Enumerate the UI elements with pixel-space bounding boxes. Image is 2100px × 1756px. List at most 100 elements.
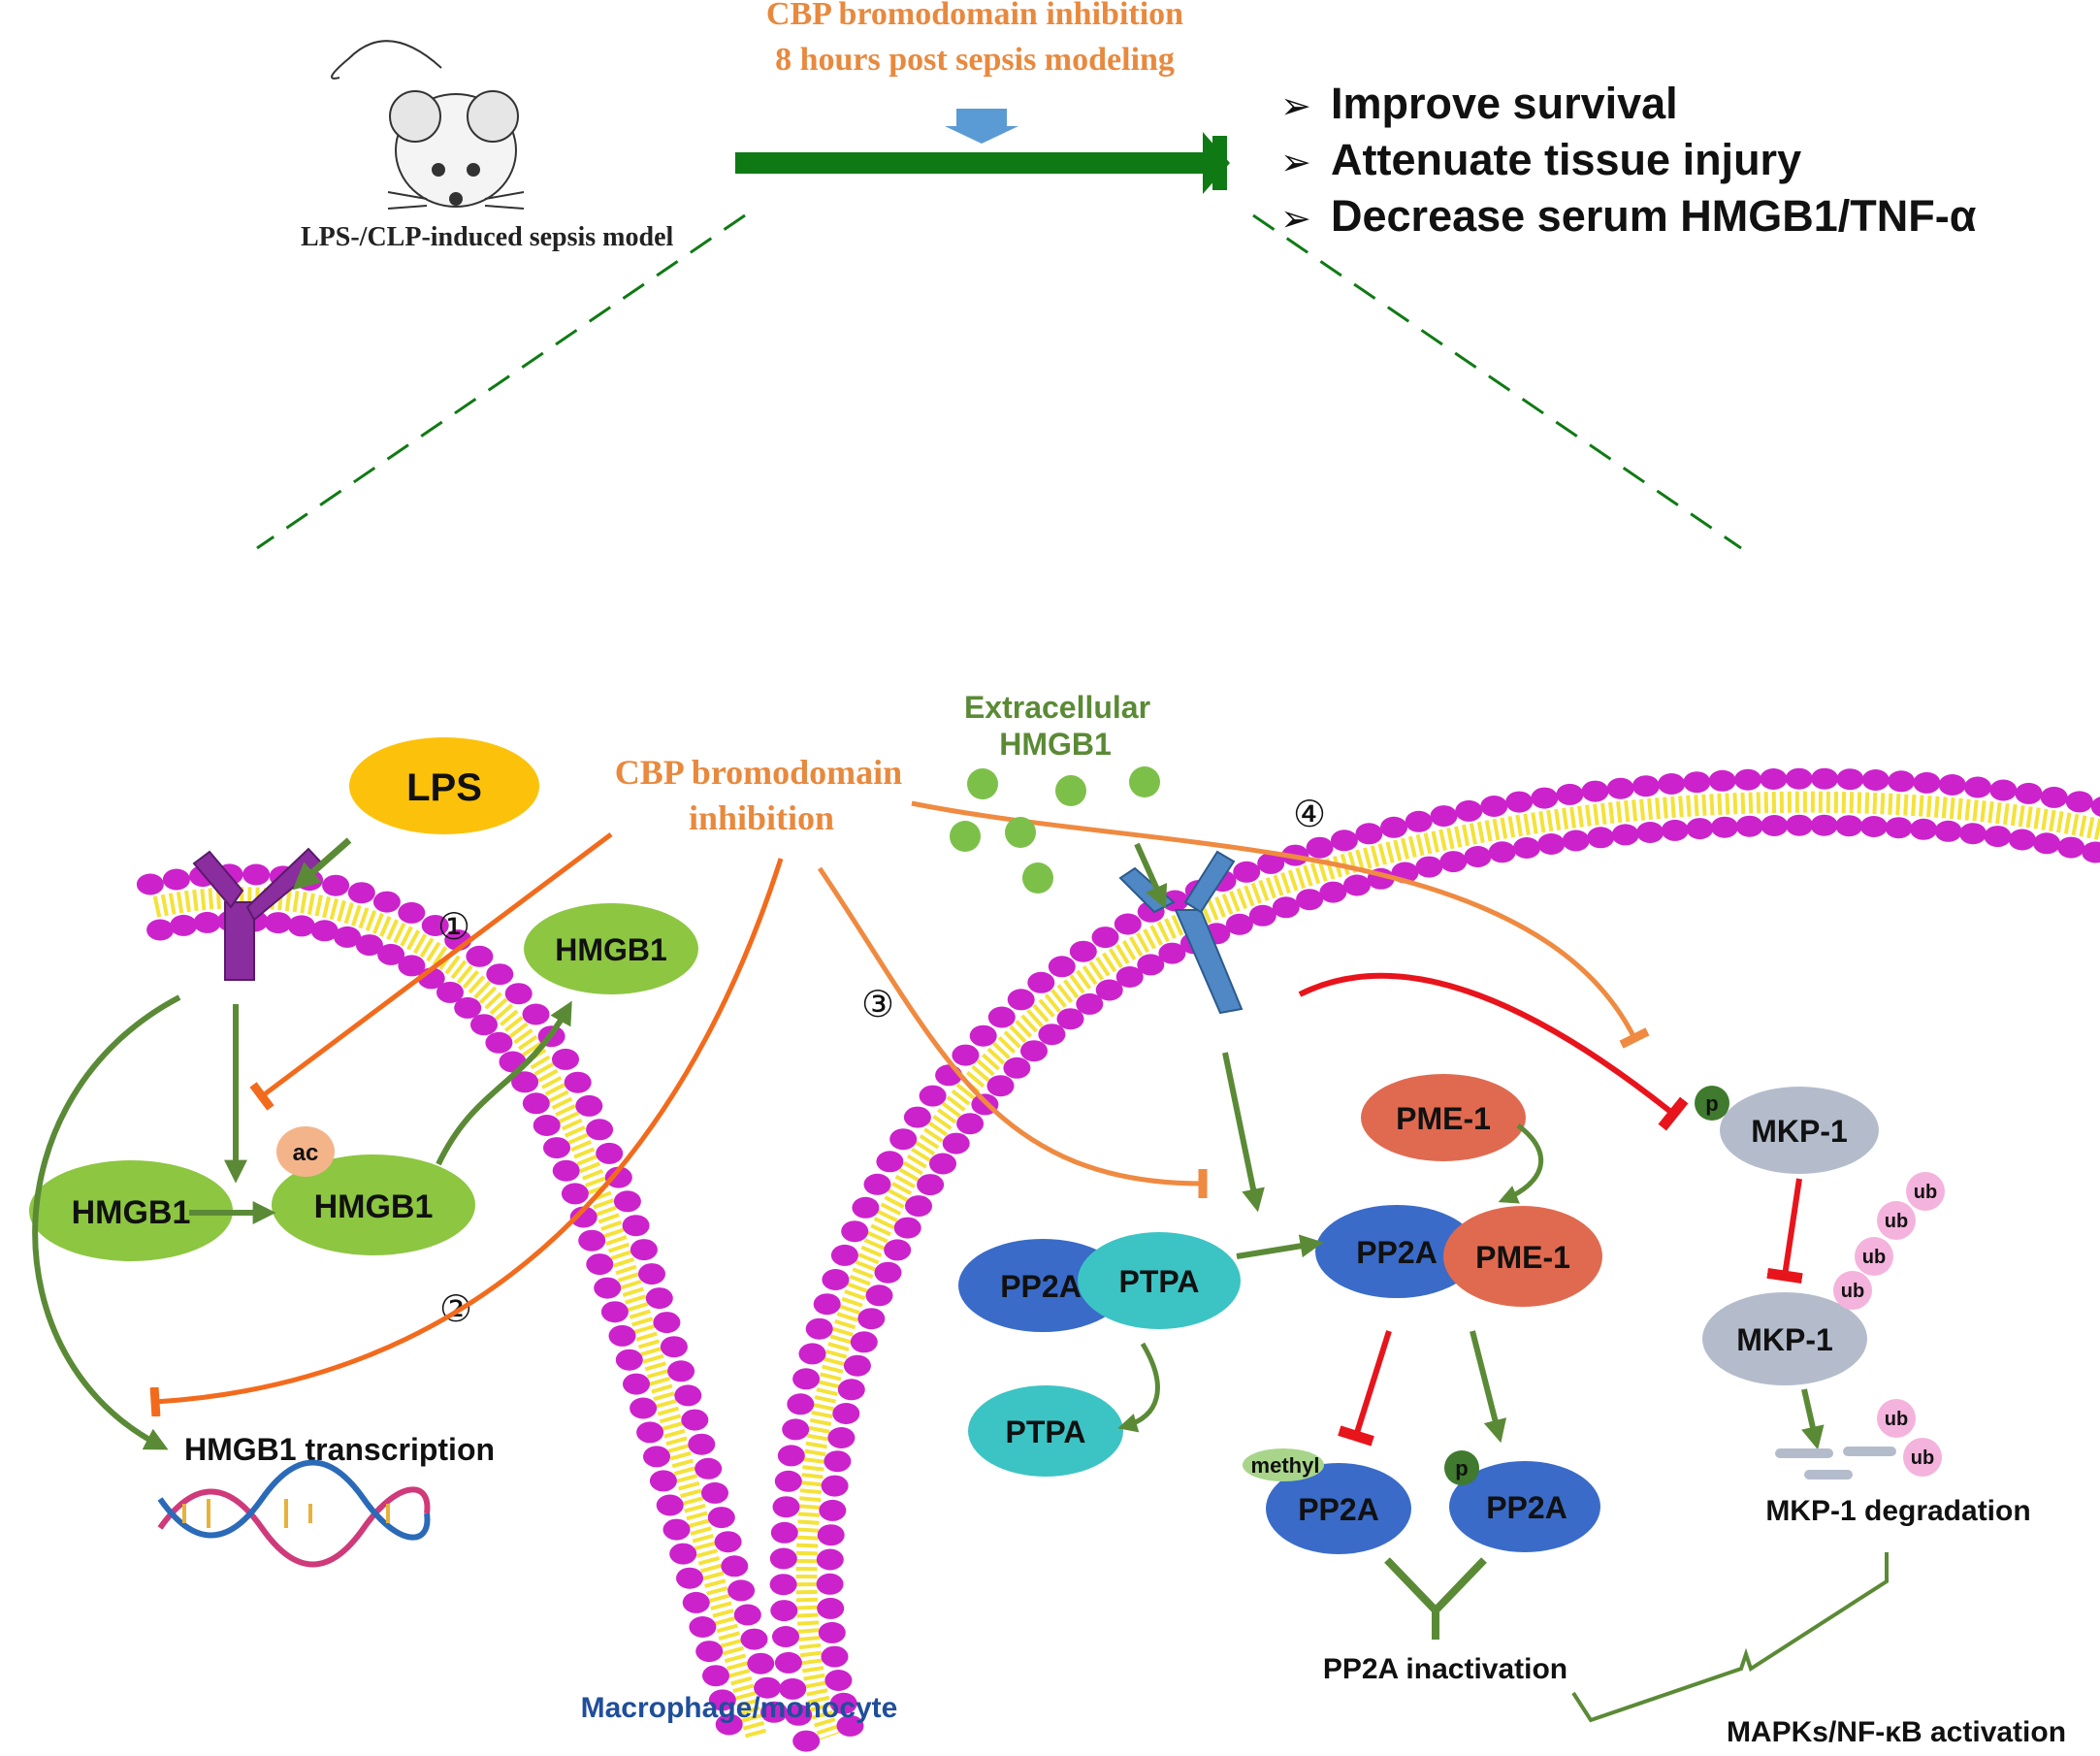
lipid-head <box>1861 769 1890 791</box>
hmgb1-nucleus <box>29 1160 233 1261</box>
outcome-item: Attenuate tissue injury <box>1331 135 1801 184</box>
lipid-head <box>1606 777 1634 799</box>
lipid-head <box>638 1263 665 1285</box>
lipid-head <box>903 1106 931 1128</box>
lipid-head <box>600 1301 629 1323</box>
lipid-head <box>889 1128 918 1151</box>
lipid-head <box>816 1573 844 1595</box>
lipid-head <box>770 1521 798 1544</box>
extracellular-hmgb1-dots <box>950 766 1160 894</box>
lipid-head <box>2033 832 2061 855</box>
lipid-head <box>874 1261 902 1284</box>
lipid-head <box>876 1151 904 1173</box>
lipid-head <box>667 1360 695 1382</box>
lipid-head <box>1161 890 1189 912</box>
hmgb1-to-receptor-arrow <box>1134 842 1168 909</box>
lipid-head <box>929 1153 956 1175</box>
lipid-head <box>827 1427 856 1448</box>
lipid-head <box>2057 836 2085 859</box>
lipid-head <box>1964 776 1991 798</box>
hmgb1-secreted <box>524 903 698 994</box>
lipid-head <box>136 873 164 895</box>
lipid-head <box>522 1003 550 1025</box>
lipid-head <box>1380 816 1407 838</box>
ub-label: ub <box>1885 1211 1908 1232</box>
lipid-head <box>613 1190 641 1213</box>
methyl-badge <box>1243 1448 1324 1481</box>
lipid-head <box>1531 787 1559 809</box>
lipid-head <box>421 915 449 936</box>
lipid-head <box>1056 1008 1084 1030</box>
lipid-head <box>714 1531 742 1553</box>
lipid-head <box>1020 1040 1048 1062</box>
lipid-head <box>779 1677 807 1700</box>
lipid-head <box>1537 833 1566 855</box>
lipid-head <box>852 1196 880 1219</box>
lipid-head <box>774 1470 802 1492</box>
pme1-node <box>1361 1074 1526 1161</box>
hmgb1-acetylated-label: HMGB1 <box>314 1188 434 1225</box>
mkp1-phospho-label: MKP-1 <box>1751 1114 1848 1149</box>
outcome-bullet-icon: ➢ <box>1280 197 1311 240</box>
lipid-head <box>1158 942 1186 964</box>
lipid-head <box>681 1409 709 1431</box>
transcription-label: HMGB1 transcription <box>184 1432 495 1467</box>
lipid-head <box>1888 770 1916 793</box>
lipid-head <box>608 1324 636 1347</box>
lipid-head <box>702 1665 729 1687</box>
lipid-head <box>1464 846 1492 867</box>
lipid-head <box>552 1159 580 1182</box>
lipid-head <box>466 945 494 967</box>
lipid-head <box>645 1287 673 1310</box>
lipid-head <box>630 1397 658 1419</box>
lipid-head <box>841 1220 869 1243</box>
lipid-head <box>727 1579 756 1602</box>
pp2a-ptpa-label: PP2A <box>1000 1269 1082 1304</box>
lipid-head <box>905 1195 932 1218</box>
lipid-head <box>821 1475 849 1497</box>
lipid-head <box>740 1628 768 1650</box>
lipid-head <box>656 1494 684 1516</box>
inhibition-line-3 <box>817 866 1203 1184</box>
lipid-head <box>772 1496 800 1518</box>
lipid-head <box>772 1626 799 1647</box>
lipid-head <box>1225 913 1253 935</box>
lipid-head <box>436 981 464 1003</box>
lipid-head <box>792 1368 821 1390</box>
lipid-head <box>1003 1057 1031 1079</box>
lipid-head <box>242 863 271 886</box>
lipid-head <box>829 1692 857 1714</box>
lipid-head <box>850 1331 878 1353</box>
lipid-head <box>310 920 339 942</box>
step-3-marker: ③ <box>861 983 894 1025</box>
lipid-head <box>454 996 482 1019</box>
lipid-head <box>636 1421 664 1444</box>
lipid-head <box>1708 769 1736 792</box>
lipid-head <box>1355 823 1383 845</box>
lipid-head <box>1306 836 1334 859</box>
lipid-head <box>689 1616 717 1638</box>
lipid-head <box>1658 773 1686 795</box>
lipid-head <box>760 1701 788 1723</box>
lipid-head <box>170 914 198 936</box>
lipid-head <box>398 901 426 924</box>
lipid-head <box>798 1343 826 1365</box>
ptpa-free-node <box>968 1385 1123 1477</box>
mkp1-phospho-node <box>1720 1087 1879 1174</box>
hmgb1-secreted-label: HMGB1 <box>555 932 667 967</box>
lipid-head <box>1415 856 1443 878</box>
lipid-head <box>1439 851 1468 873</box>
lipid-head <box>1683 771 1711 794</box>
lipid-head <box>2040 786 2068 808</box>
lipid-head <box>193 911 221 933</box>
pp2a-phospho-label: PP2A <box>1486 1490 1567 1525</box>
acetyl-label: ac <box>293 1140 319 1166</box>
lipid-head <box>707 1507 735 1529</box>
lipid-head <box>688 1433 716 1455</box>
lipid-head <box>824 1450 852 1473</box>
lipid-head <box>792 1730 821 1752</box>
ptpa-complex-label: PTPA <box>1119 1264 1200 1299</box>
degraded-fragments: ub ub <box>1775 1399 1942 1480</box>
lipid-head <box>1091 927 1119 949</box>
lipid-head <box>1786 814 1813 836</box>
